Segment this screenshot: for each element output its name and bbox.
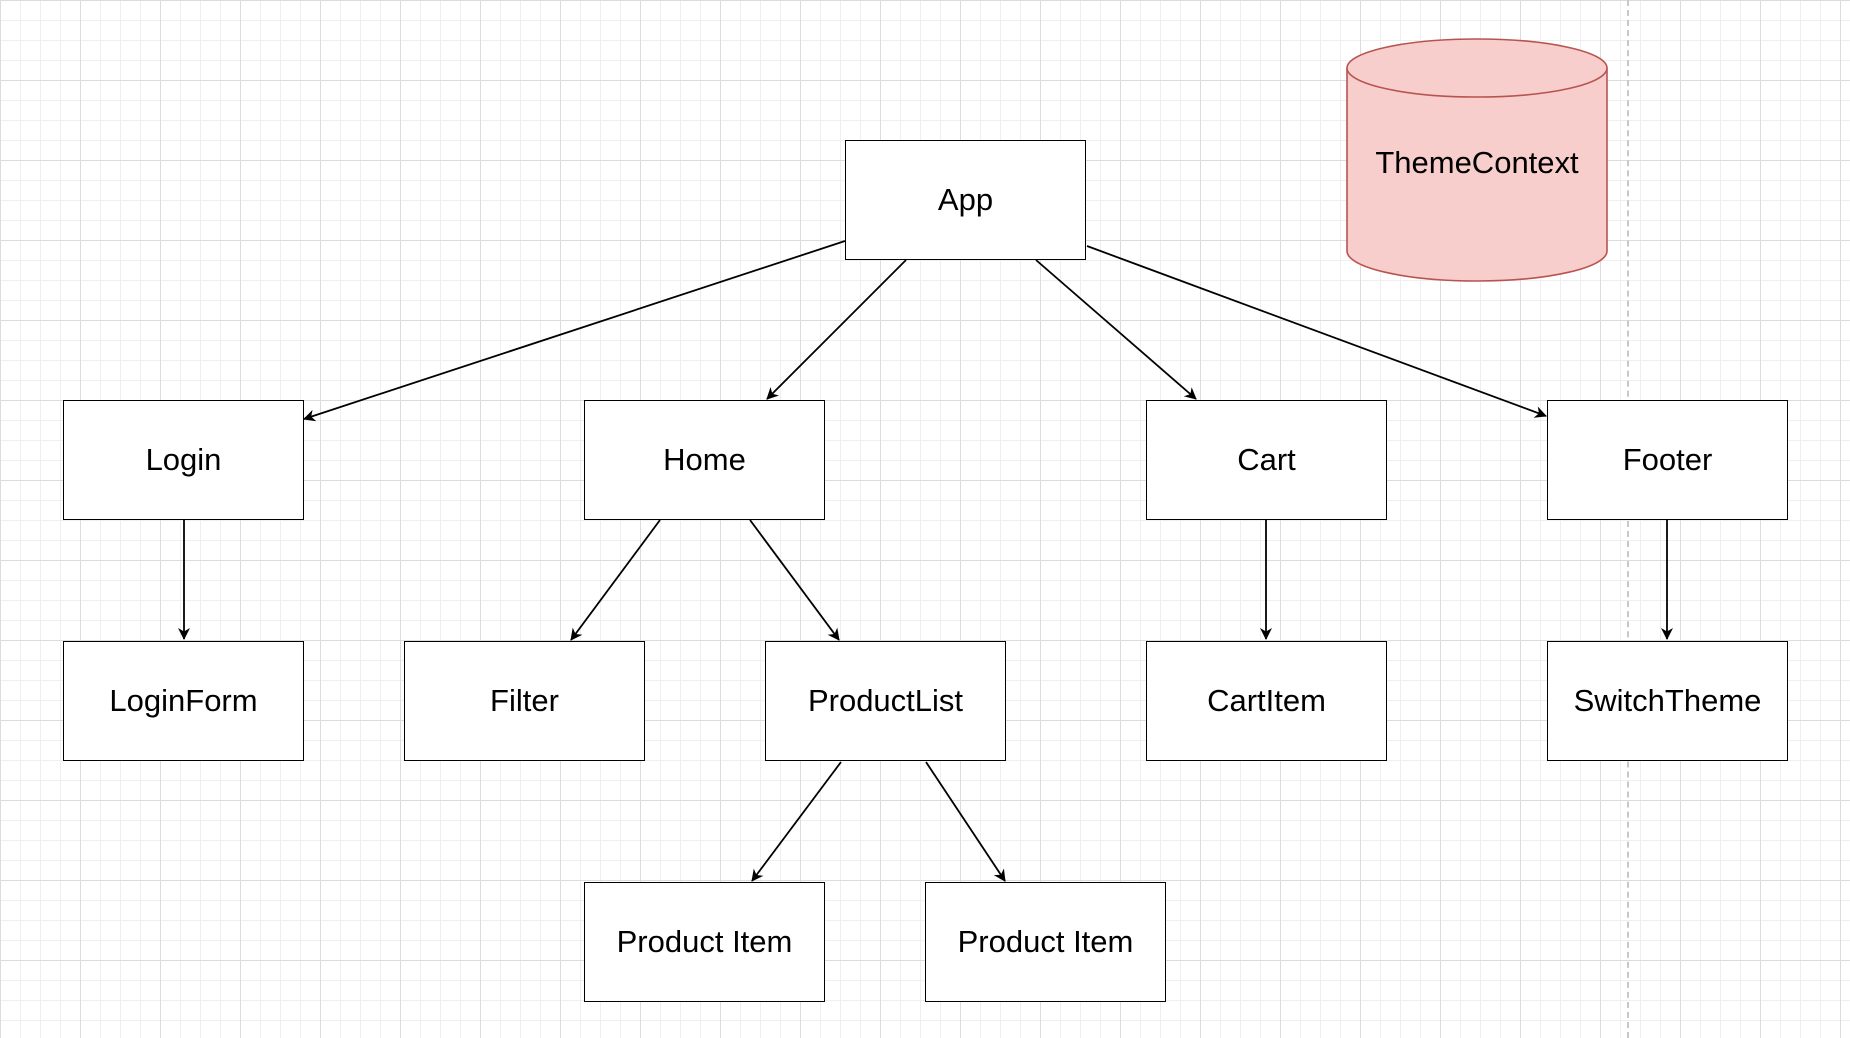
node-productlist[interactable]: ProductList [765, 641, 1006, 761]
edge-home-productlist[interactable] [749, 519, 840, 641]
node-app[interactable]: App [845, 140, 1086, 260]
node-loginform[interactable]: LoginForm [63, 641, 304, 761]
node-login[interactable]: Login [63, 400, 304, 520]
node-productitem-1-label: Product Item [616, 924, 793, 959]
node-switchtheme-label: SwitchTheme [1573, 683, 1762, 718]
node-cart-label: Cart [1237, 442, 1296, 477]
node-productlist-label: ProductList [807, 683, 964, 718]
node-filter[interactable]: Filter [404, 641, 645, 761]
database-cylinder-shape [1346, 38, 1608, 282]
node-productitem-2-label: Product Item [957, 924, 1134, 959]
node-cart[interactable]: Cart [1146, 400, 1387, 520]
edge-app-home[interactable] [766, 259, 907, 400]
edge-app-login[interactable] [303, 240, 846, 422]
edge-home-filter[interactable] [570, 519, 661, 641]
node-login-label: Login [145, 442, 222, 477]
node-productitem-2[interactable]: Product Item [925, 882, 1166, 1002]
node-footer[interactable]: Footer [1547, 400, 1788, 520]
node-home-label: Home [663, 442, 746, 477]
themecontext-database[interactable]: ThemeContext [1346, 38, 1608, 283]
node-cartitem-label: CartItem [1207, 683, 1326, 718]
node-home[interactable]: Home [584, 400, 825, 520]
node-switchtheme[interactable]: SwitchTheme [1547, 641, 1788, 761]
edge-productlist-productitem-2[interactable] [925, 761, 1006, 882]
edge-app-cart[interactable] [1035, 259, 1197, 400]
node-loginform-label: LoginForm [109, 683, 258, 718]
themecontext-label: ThemeContext [1375, 145, 1579, 180]
node-app-label: App [937, 182, 994, 217]
node-footer-label: Footer [1622, 442, 1713, 477]
node-filter-label: Filter [490, 683, 559, 718]
node-productitem-1[interactable]: Product Item [584, 882, 825, 1002]
edge-productlist-productitem-1[interactable] [751, 761, 842, 882]
edge-app-footer[interactable] [1086, 245, 1547, 418]
node-cartitem[interactable]: CartItem [1146, 641, 1387, 761]
